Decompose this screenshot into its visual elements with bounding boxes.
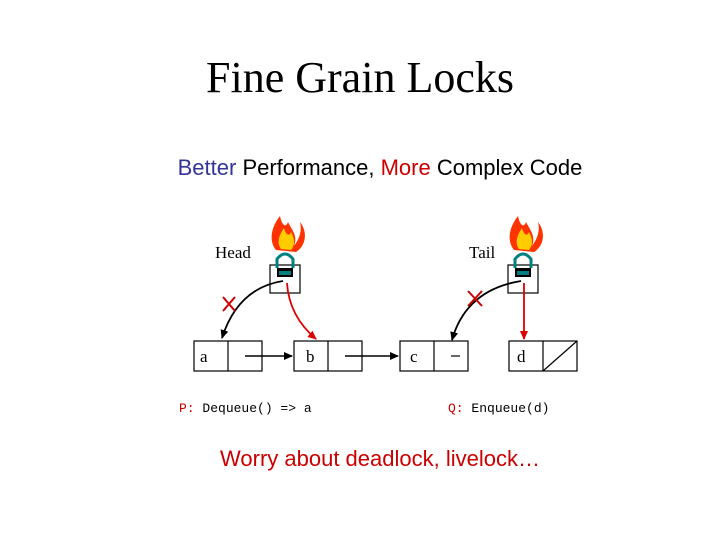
op-p-label: P: <box>179 401 195 416</box>
subtitle-performance: Performance, <box>236 155 381 180</box>
node-b-label: b <box>306 347 315 366</box>
slide-title: Fine Grain Locks <box>206 53 514 102</box>
op-q-caption: Q: Enqueue(d) <box>448 401 549 416</box>
node-a-label: a <box>200 347 208 366</box>
op-p-text: Dequeue() => a <box>195 401 312 416</box>
tail-lock-icon <box>513 252 533 277</box>
node-d-label: d <box>517 347 526 366</box>
subtitle-better: Better <box>177 155 237 180</box>
head-old-arrow <box>220 280 284 339</box>
head-lock-icon <box>275 252 295 277</box>
node-c-label: c <box>410 347 418 366</box>
head-cross-icon <box>222 296 236 312</box>
tail-label: Tail <box>469 243 495 262</box>
op-p-caption: P: Dequeue() => a <box>179 401 312 416</box>
head-flame-icon <box>271 216 305 252</box>
slide-footer: Worry about deadlock, livelock… <box>220 446 540 471</box>
node-d: d <box>508 340 578 372</box>
subtitle-more: More <box>380 155 431 180</box>
op-q-label: Q: <box>448 401 464 416</box>
tail-flame-icon <box>509 216 543 252</box>
head-label: Head <box>215 243 251 262</box>
subtitle-complex-code: Complex Code <box>430 155 583 180</box>
op-q-text: Enqueue(d) <box>464 401 550 416</box>
slide-subtitle: Better Performance, More Complex Code <box>0 155 720 181</box>
tail-cross-icon <box>467 290 483 307</box>
head-new-arrow <box>286 282 317 340</box>
